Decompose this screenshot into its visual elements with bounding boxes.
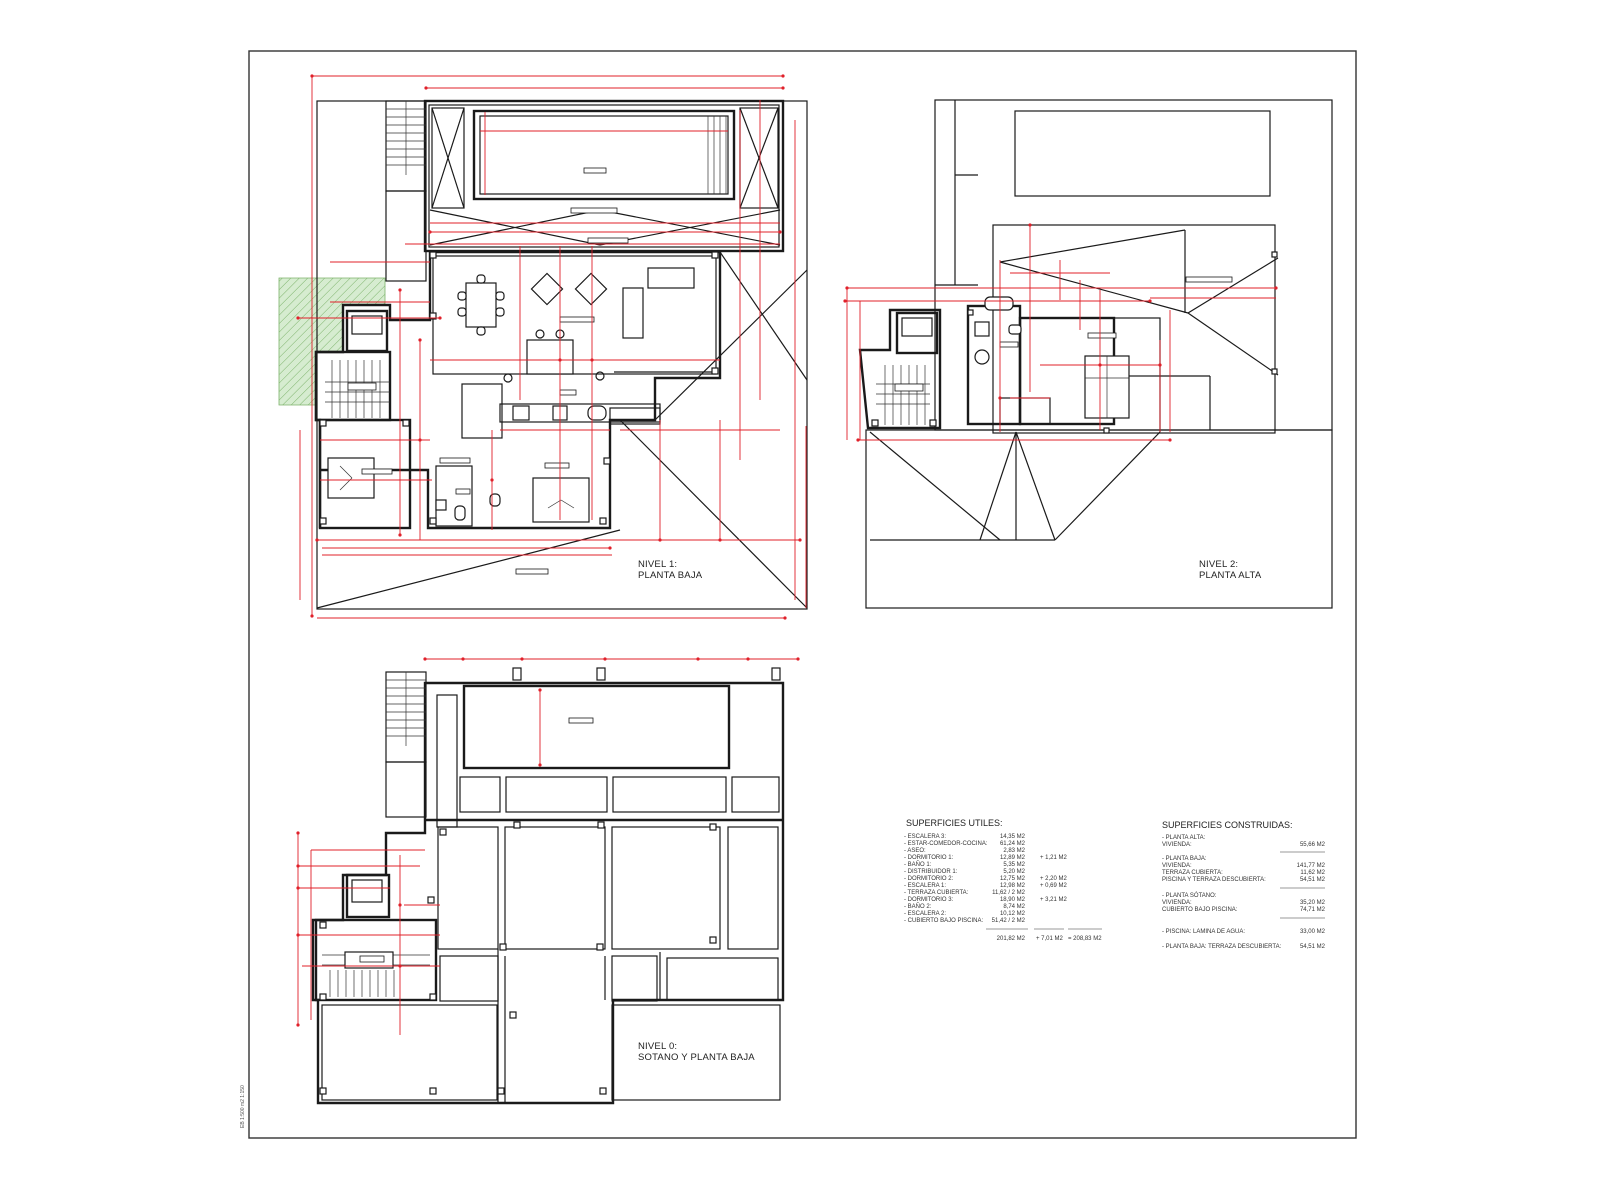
svg-text:- ESCALERA 3:: - ESCALERA 3: — [904, 834, 946, 840]
svg-text:+ 0,69 M2: + 0,69 M2 — [1040, 883, 1068, 889]
svg-text:- ESCALERA 1:: - ESCALERA 1: — [904, 883, 946, 889]
svg-text:VIVIENDA:: VIVIENDA: — [1162, 863, 1192, 869]
table-row: - ESTAR-COMEDOR-COCINA: 61,24 M2 — [904, 841, 1026, 847]
sheet-frame — [248, 50, 1357, 1139]
svg-text:- DORMITORIO 1:: - DORMITORIO 1: — [904, 855, 954, 861]
table-row: - BAÑO 1: 5,35 M2 — [904, 861, 1026, 868]
svg-text:55,66 M2: 55,66 M2 — [1300, 842, 1326, 848]
table-totals-row: 201,82 M2 + 7,01 M2 = 208,83 M2 — [997, 936, 1103, 942]
svg-text:- PISCINA: LAMINA DE AGUA:: - PISCINA: LAMINA DE AGUA: — [1162, 929, 1245, 935]
svg-text:74,71 M2: 74,71 M2 — [1300, 907, 1326, 913]
table-row: - DORMITORIO 2: 12,75 M2 + 2,20 M2 — [904, 876, 1068, 882]
table-row: - ESCALERA 2: 10,12 M2 — [904, 911, 1026, 917]
svg-text:- DORMITORIO 3:: - DORMITORIO 3: — [904, 897, 954, 903]
svg-text:+ 3,21 M2: + 3,21 M2 — [1040, 897, 1068, 903]
table-row: - DORMITORIO 1: 12,89 M2 + 1,21 M2 — [904, 855, 1068, 861]
svg-text:11,62 / 2 M2: 11,62 / 2 M2 — [992, 890, 1026, 896]
svg-text:141,77 M2: 141,77 M2 — [1297, 863, 1326, 869]
group-heading: - PLANTA SÓTANO: — [1162, 892, 1217, 899]
svg-text:- TERRAZA CUBIERTA:: - TERRAZA CUBIERTA: — [904, 890, 969, 896]
table-row: - DORMITORIO 3: 18,90 M2 + 3,21 M2 — [904, 897, 1068, 903]
svg-text:TERRAZA CUBIERTA:: TERRAZA CUBIERTA: — [1162, 870, 1223, 876]
svg-text:VIVIENDA:: VIVIENDA: — [1162, 900, 1192, 906]
svg-text:- BAÑO 1:: - BAÑO 1: — [904, 861, 932, 868]
plan-title-nivel-1-line2: PLANTA BAJA — [638, 570, 703, 581]
svg-text:VIVIENDA:: VIVIENDA: — [1162, 842, 1192, 848]
svg-text:10,12 M2: 10,12 M2 — [1000, 911, 1026, 917]
svg-text:+ 1,21 M2: + 1,21 M2 — [1040, 855, 1068, 861]
svg-text:12,89 M2: 12,89 M2 — [1000, 855, 1026, 861]
svg-text:- PLANTA BAJA: TERRAZA DESCUBI: - PLANTA BAJA: TERRAZA DESCUBIERTA: — [1162, 944, 1282, 950]
table-row: VIVIENDA: 141,77 M2 — [1162, 863, 1326, 869]
table-superficies-construidas: SUPERFICIES CONSTRUIDAS: - PLANTA ALTA: … — [1162, 820, 1326, 950]
table-row: VIVIENDA: 35,20 M2 — [1162, 900, 1326, 906]
group-heading: - PLANTA ALTA: — [1162, 835, 1206, 841]
svg-text:- DORMITORIO 2:: - DORMITORIO 2: — [904, 876, 954, 882]
table-superficies-utiles: SUPERFICIES UTILES: - ESCALERA 3: 14,35 … — [904, 818, 1102, 942]
plan-nivel-0: NIVEL 0: SOTANO Y PLANTA BAJA — [296, 657, 800, 1105]
svg-text:- DISTRIBUIDOR 1:: - DISTRIBUIDOR 1: — [904, 869, 958, 875]
svg-text:- ESCALERA 2:: - ESCALERA 2: — [904, 911, 946, 917]
plan-title-nivel-2-line2: PLANTA ALTA — [1199, 570, 1262, 581]
svg-text:12,98 M2: 12,98 M2 — [1000, 883, 1026, 889]
table-row: VIVIENDA: 55,66 M2 — [1162, 842, 1326, 848]
plan-title-nivel-2-line1: NIVEL 2: — [1199, 559, 1238, 570]
table-row: - ESCALERA 1: 12,98 M2 + 0,69 M2 — [904, 883, 1068, 889]
table-row: - ASEO: 2,83 M2 — [904, 848, 1026, 854]
svg-text:201,82 M2: 201,82 M2 — [997, 936, 1026, 942]
svg-text:2,83 M2: 2,83 M2 — [1003, 848, 1025, 854]
svg-text:54,51 M2: 54,51 M2 — [1300, 877, 1326, 883]
table-row: - BAÑO 2: 8,74 M2 — [904, 903, 1026, 910]
svg-text:5,20 M2: 5,20 M2 — [1003, 869, 1025, 875]
plan-nivel-2: NIVEL 2: PLANTA ALTA — [843, 99, 1333, 609]
svg-text:+ 2,20 M2: + 2,20 M2 — [1040, 876, 1068, 882]
svg-text:61,24 M2: 61,24 M2 — [1000, 841, 1026, 847]
table-row: - ESCALERA 3: 14,35 M2 — [904, 834, 1026, 840]
svg-text:51,42 / 2 M2: 51,42 / 2 M2 — [992, 918, 1026, 924]
svg-text:54,51 M2: 54,51 M2 — [1300, 944, 1326, 950]
svg-text:= 208,83 M2: = 208,83 M2 — [1068, 936, 1102, 942]
table-title: SUPERFICIES CONSTRUIDAS: — [1162, 820, 1293, 830]
svg-text:- CUBIERTO BAJO PISCINA:: - CUBIERTO BAJO PISCINA: — [904, 918, 983, 924]
plan-title-nivel-0-line2: SOTANO Y PLANTA BAJA — [638, 1052, 755, 1063]
svg-text:8,74 M2: 8,74 M2 — [1003, 904, 1025, 910]
svg-text:+ 7,01 M2: + 7,01 M2 — [1036, 936, 1064, 942]
table-row: - PISCINA: LAMINA DE AGUA: 33,00 M2 — [1162, 929, 1326, 935]
plan-title-nivel-1-line1: NIVEL 1: — [638, 559, 677, 570]
margin-note: EB 1:500 m2 1:150 — [240, 1085, 246, 1128]
svg-text:PISCINA Y TERRAZA DESCUBIERTA:: PISCINA Y TERRAZA DESCUBIERTA: — [1162, 877, 1266, 883]
table-row: - DISTRIBUIDOR 1: 5,20 M2 — [904, 869, 1026, 875]
group-heading: - PLANTA BAJA: — [1162, 856, 1207, 862]
svg-text:35,20 M2: 35,20 M2 — [1300, 900, 1326, 906]
table-row: CUBIERTO BAJO PISCINA: 74,71 M2 — [1162, 907, 1326, 913]
svg-text:14,35 M2: 14,35 M2 — [1000, 834, 1026, 840]
table-row: - TERRAZA CUBIERTA: 11,62 / 2 M2 — [904, 890, 1026, 896]
svg-text:11,62 M2: 11,62 M2 — [1300, 870, 1325, 876]
table-row: PISCINA Y TERRAZA DESCUBIERTA: 54,51 M2 — [1162, 877, 1326, 883]
table-row: TERRAZA CUBIERTA: 11,62 M2 — [1162, 870, 1326, 876]
svg-text:5,35 M2: 5,35 M2 — [1003, 862, 1025, 868]
plan-title-nivel-0-line1: NIVEL 0: — [638, 1041, 677, 1052]
table-title: SUPERFICIES UTILES: — [906, 818, 1003, 828]
svg-text:33,00 M2: 33,00 M2 — [1300, 929, 1326, 935]
svg-text:18,90 M2: 18,90 M2 — [1000, 897, 1026, 903]
svg-text:- ASEO:: - ASEO: — [904, 848, 926, 854]
svg-text:12,75 M2: 12,75 M2 — [1000, 876, 1026, 882]
svg-text:- BAÑO 2:: - BAÑO 2: — [904, 903, 932, 910]
table-row: - PLANTA BAJA: TERRAZA DESCUBIERTA: 54,5… — [1162, 944, 1326, 950]
svg-text:- ESTAR-COMEDOR-COCINA:: - ESTAR-COMEDOR-COCINA: — [904, 841, 988, 847]
plan-nivel-1: NIVEL 1: PLANTA BAJA — [278, 74, 808, 620]
svg-text:CUBIERTO BAJO PISCINA:: CUBIERTO BAJO PISCINA: — [1162, 907, 1238, 913]
table-row: - CUBIERTO BAJO PISCINA: 51,42 / 2 M2 — [904, 918, 1026, 924]
